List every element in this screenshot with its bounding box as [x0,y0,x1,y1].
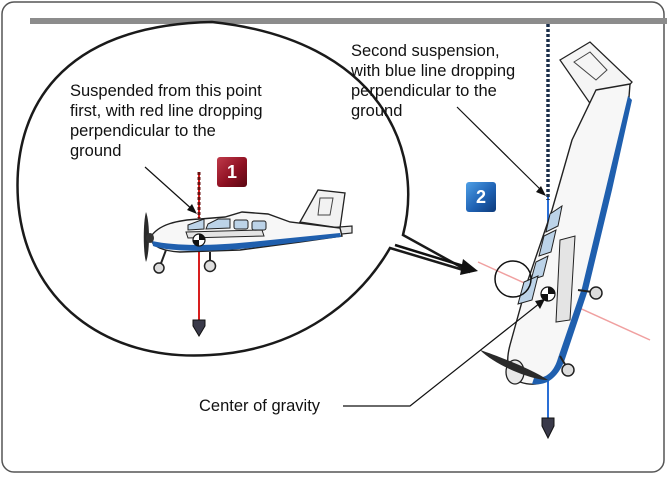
plumb-bob-1 [192,319,206,337]
center-of-gravity-label: Center of gravity [199,397,321,415]
callout-arrow [394,243,478,275]
first-suspension-label: Suspended from this point first, with re… [70,81,263,161]
suspension-point-circle [494,260,532,298]
cg-marker-1 [192,233,206,247]
second-suspension-line-1: Second suspension, [351,42,500,60]
step-2-badge: 2 [466,182,496,212]
leader-line-2 [456,106,544,193]
second-suspension-line-4: ground [351,102,403,120]
first-suspension-line-1: Suspended from this point [70,82,262,100]
first-suspension-line-4: ground [70,142,122,160]
step-1-badge: 1 [217,157,247,187]
aircraft-level [143,166,353,337]
aircraft-hanging [456,24,651,440]
leader-line-1 [144,166,195,212]
first-suspension-line-3: perpendicular to the [70,122,216,140]
cg-marker-2 [540,286,556,302]
second-suspension-line-3: perpendicular to the [351,82,497,100]
magnifier-callout [16,20,471,357]
second-suspension-line-2: with blue line dropping [351,62,516,80]
first-suspension-line-2: first, with red line dropping [70,102,263,120]
second-suspension-label: Second suspension, with blue line droppi… [351,41,515,121]
cg-leader [343,299,545,407]
plumb-bob-2 [541,417,555,440]
suspension-bar [30,18,667,24]
